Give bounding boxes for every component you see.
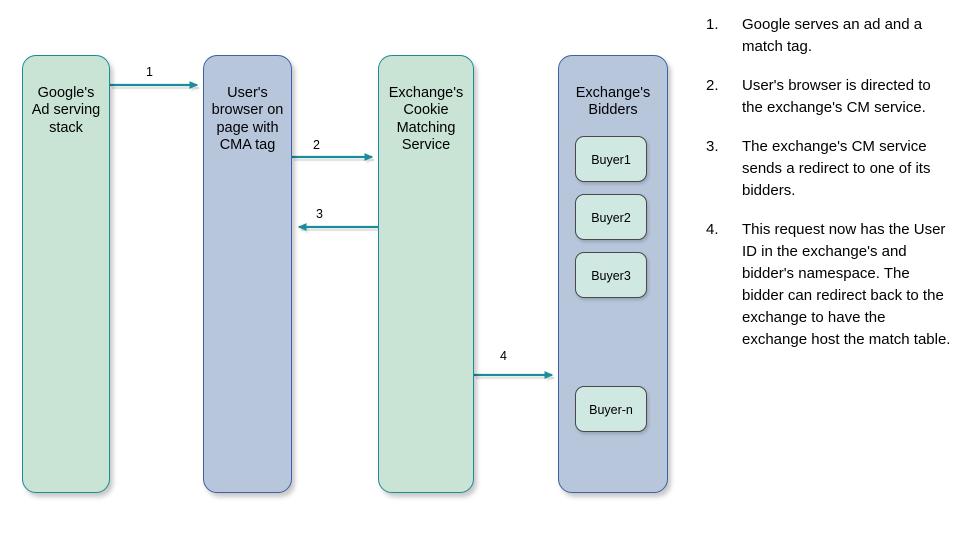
step-item-4: 4. This request now has the User ID in t… [706,219,954,351]
step-2-text: User's browser is directed to the exchan… [742,77,931,116]
arrow-1-number: 1 [146,65,153,79]
lane-browser-label: User's browser on page with CMA tag [211,84,284,154]
lane-user-browser[interactable]: User's browser on page with CMA tag [203,55,292,493]
step-item-1: 1. Google serves an ad and a match tag. [706,14,954,58]
buyer-box-n[interactable]: Buyer-n [575,386,647,432]
step-1-number: 1. [706,16,719,33]
buyer-box-2[interactable]: Buyer2 [575,194,647,240]
step-2-number: 2. [706,77,719,94]
lane-google-label: Google's Ad serving stack [31,84,101,136]
arrow-shadows [112,84,556,382]
lane-cms-label: Exchange's Cookie Matching Service [388,84,464,154]
lane-google-ad-serving-stack[interactable]: Google's Ad serving stack [22,55,110,493]
lane-exchange-cookie-matching-service[interactable]: Exchange's Cookie Matching Service [378,55,474,493]
step-3-text: The exchange's CM service sends a redire… [742,138,931,199]
buyer-box-1[interactable]: Buyer1 [575,136,647,182]
step-4-text: This request now has the User ID in the … [742,221,951,348]
step-4-number: 4. [706,221,719,238]
arrow-2-number: 2 [313,138,320,152]
step-item-2: 2. User's browser is directed to the exc… [706,75,954,119]
step-1-text: Google serves an ad and a match tag. [742,16,923,55]
step-3-number: 3. [706,138,719,155]
arrow-3-number: 3 [316,207,323,221]
arrow-4-number: 4 [500,349,507,363]
steps-legend: 1. Google serves an ad and a match tag. … [706,14,954,368]
buyer-box-3[interactable]: Buyer3 [575,252,647,298]
step-item-3: 3. The exchange's CM service sends a red… [706,136,954,202]
lane-bidders-label: Exchange's Bidders [575,84,651,119]
